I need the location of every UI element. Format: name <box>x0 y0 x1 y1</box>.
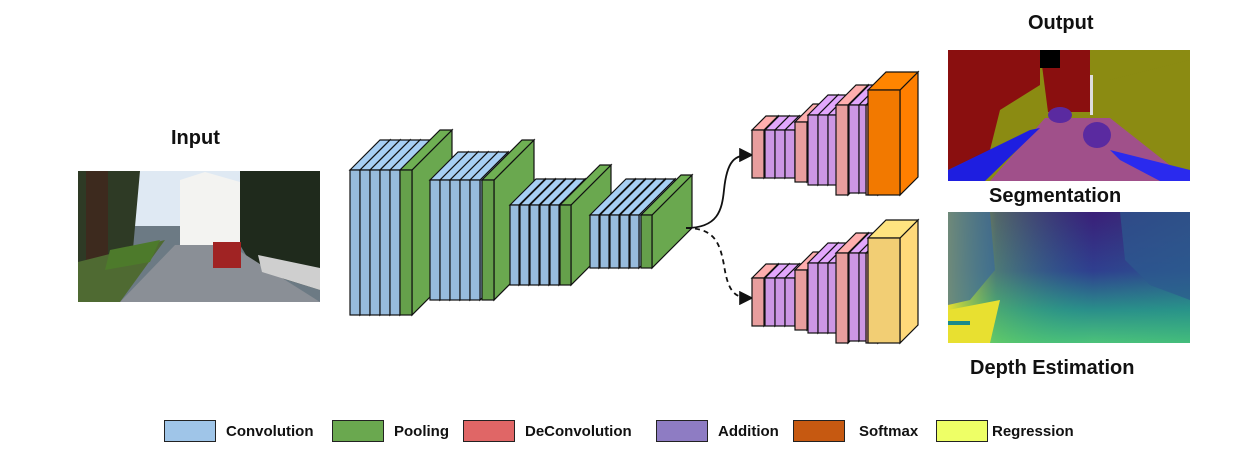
depth-estimation-label: Depth Estimation <box>970 357 1135 379</box>
segmentation-label: Segmentation <box>989 185 1122 207</box>
legend-label: Addition <box>718 422 779 440</box>
legend-item-deconvolution: DeConvolution <box>463 418 632 444</box>
legend-swatch-regression <box>936 420 988 442</box>
pooling-block <box>639 173 694 270</box>
segmentation-arrow <box>685 147 754 229</box>
legend-label: DeConvolution <box>525 422 632 440</box>
legend-item-regression: Regression <box>936 418 1074 444</box>
output-label: Output <box>1028 12 1094 34</box>
legend-swatch-convolution <box>164 420 216 442</box>
legend-label: Convolution <box>226 422 314 440</box>
legend: Convolution Pooling DeConvolution Additi… <box>0 418 1251 446</box>
legend-swatch-addition <box>656 420 708 442</box>
legend-item-convolution: Convolution <box>164 418 313 444</box>
legend-item-pooling: Pooling <box>332 418 449 444</box>
input-image <box>78 171 320 302</box>
legend-swatch-softmax <box>793 420 845 442</box>
legend-label: Pooling <box>394 422 449 440</box>
segmentation-decoder <box>750 70 920 197</box>
legend-item-softmax: Softmax <box>793 418 918 444</box>
legend-label: Regression <box>992 422 1074 440</box>
softmax-block <box>866 70 920 197</box>
regression-block <box>866 218 920 345</box>
legend-swatch-pooling <box>332 420 384 442</box>
legend-label: Softmax <box>859 422 919 440</box>
legend-item-addition: Addition <box>656 418 779 444</box>
encoder-blocks <box>348 128 694 317</box>
depth-output-image <box>948 212 1190 343</box>
input-label: Input <box>171 127 220 149</box>
depth-decoder <box>750 218 920 345</box>
depth-arrow <box>685 227 754 306</box>
legend-swatch-deconvolution <box>463 420 515 442</box>
segmentation-output-image <box>948 50 1190 181</box>
